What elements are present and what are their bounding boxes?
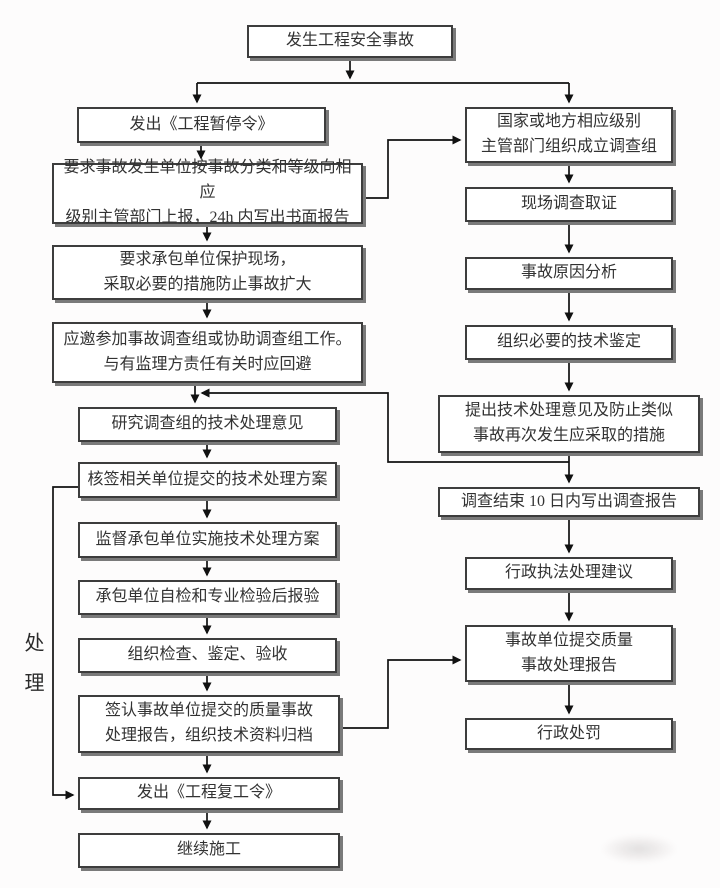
node-cause-analysis: 事故原因分析 <box>465 257 673 290</box>
node-label: 要求承包单位保护现场， 采取必要的措施防止事故扩大 <box>103 250 312 293</box>
node-technical-opinions-measures: 提出技术处理意见及防止类似 事故再次发生应采取的措施 <box>438 395 700 453</box>
node-label: 应邀参加事故调查组或协助调查组工作。 与有监理方责任有关时应回避 <box>63 330 352 373</box>
node-label: 监督承包单位实施技术处理方案 <box>95 530 320 548</box>
node-continue-construction: 继续施工 <box>78 833 340 868</box>
node-label: 事故单位提交质量 事故处理报告 <box>504 631 633 674</box>
node-label: 现场调查取证 <box>520 195 617 213</box>
node-label: 要求事故发生单位按事故分类和等级向相应 级别主管部门上报，24h 内写出书面报告 <box>63 159 352 226</box>
node-technical-appraisal: 组织必要的技术鉴定 <box>465 325 673 360</box>
node-organize-acceptance: 组织检查、鉴定、验收 <box>78 638 337 673</box>
node-countersign-technical-plan: 核签相关单位提交的技术处理方案 <box>78 462 337 498</box>
node-label: 行政处罚 <box>536 724 601 742</box>
node-label: 组织检查、鉴定、验收 <box>127 646 288 664</box>
node-supervise-implementation: 监督承包单位实施技术处理方案 <box>78 522 337 558</box>
watermark <box>600 834 678 864</box>
node-submit-quality-report: 事故单位提交质量 事故处理报告 <box>465 625 673 682</box>
node-label: 提出技术处理意见及防止类似 事故再次发生应采取的措施 <box>464 402 673 444</box>
node-label: 研究调查组的技术处理意见 <box>111 415 304 433</box>
node-label: 发生工程安全事故 <box>285 32 414 50</box>
node-label: 调查结束 10 日内写出调查报告 <box>460 492 677 510</box>
node-enforcement-suggestion: 行政执法处理建议 <box>465 557 673 590</box>
node-form-investigation-team: 国家或地方相应级别 主管部门组织成立调查组 <box>465 107 673 163</box>
side-label-handling: 处理 <box>21 632 43 712</box>
node-label: 事故原因分析 <box>520 264 617 282</box>
node-site-evidence-collection: 现场调查取证 <box>465 187 673 222</box>
node-label: 承包单位自检和专业检验后报验 <box>95 588 320 606</box>
node-label: 发出《工程暂停令》 <box>129 115 274 133</box>
node-issue-suspension-order: 发出《工程暂停令》 <box>77 107 326 143</box>
node-label: 继续施工 <box>176 841 241 859</box>
node-issue-resume-order: 发出《工程复工令》 <box>78 777 340 810</box>
node-countersign-report-archive: 签认事故单位提交的质量事故 处理报告，组织技术资料归档 <box>78 695 340 753</box>
node-label: 发出《工程复工令》 <box>136 784 281 802</box>
node-contractor-self-inspection: 承包单位自检和专业检验后报验 <box>78 580 337 615</box>
node-accident-occurs: 发生工程安全事故 <box>247 25 453 58</box>
node-report-within-24h: 要求事故发生单位按事故分类和等级向相应 级别主管部门上报，24h 内写出书面报告 <box>52 159 363 226</box>
node-join-investigation-team: 应邀参加事故调查组或协助调查组工作。 与有监理方责任有关时应回避 <box>52 322 363 383</box>
node-label: 签认事故单位提交的质量事故 处理报告，组织技术资料归档 <box>104 702 313 744</box>
node-label: 国家或地方相应级别 主管部门组织成立调查组 <box>480 113 657 155</box>
node-protect-site: 要求承包单位保护现场， 采取必要的措施防止事故扩大 <box>52 245 363 300</box>
node-administrative-penalty: 行政处罚 <box>465 718 673 750</box>
node-investigation-report-10-days: 调查结束 10 日内写出调查报告 <box>438 487 700 517</box>
node-label: 核签相关单位提交的技术处理方案 <box>87 470 328 488</box>
node-label: 行政执法处理建议 <box>504 564 633 582</box>
node-label: 组织必要的技术鉴定 <box>496 333 641 351</box>
node-study-technical-opinions: 研究调查组的技术处理意见 <box>78 407 337 442</box>
